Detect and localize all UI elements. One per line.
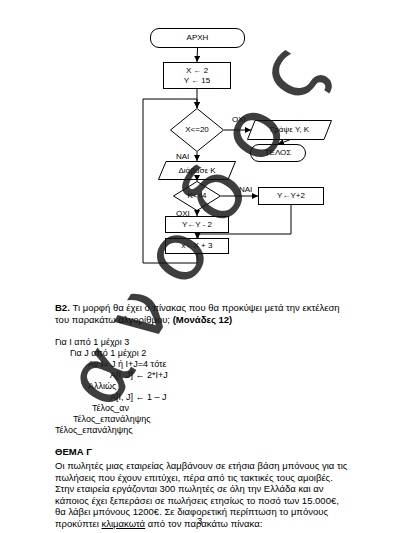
- node-content: X ← 2Y ← 15: [164, 63, 230, 88]
- question-text: B2.Τι μορφή θα έχει ο πίνακας που θα προ…: [55, 302, 355, 325]
- problem-text: Οι πωλητές μιας εταιρείας λαμβάνουν σε ε…: [55, 460, 350, 530]
- code-line: Αν Ι= J ή Ι+J=4 τότε: [88, 359, 167, 369]
- code-line: Για J από 1 μέχρι 2: [70, 348, 146, 358]
- code-line: Αλλιώς: [88, 381, 116, 391]
- node-content: K<=4: [173, 181, 221, 211]
- code-line: Για Ι από 1 μέχρι 3: [55, 337, 129, 347]
- node-content: X<=20: [170, 108, 224, 152]
- node-content: Y←Y - 2: [166, 217, 228, 232]
- process-box: X ← 2Y ← 15: [163, 62, 231, 89]
- process-box: Y←Y+2: [258, 187, 324, 205]
- flow-arrow: [197, 89, 198, 108]
- node-text: Y←Y+2: [277, 191, 305, 201]
- output-box: Γράψε Y, K: [247, 120, 332, 140]
- node-content: Διάβασε Κ: [158, 161, 236, 180]
- flow-arrow: [221, 196, 258, 197]
- code-line: Τέλος_επανάληψης: [73, 414, 151, 424]
- edge-label: ΟΧΙ: [232, 115, 246, 124]
- page-number: 3: [197, 515, 202, 526]
- edge-label: ΝΑΙ: [176, 152, 189, 161]
- node-text: Διάβασε Κ: [178, 166, 215, 176]
- flow-arrow: [197, 233, 198, 238]
- node-text: ΑΡΧΗ: [187, 33, 209, 43]
- text-run: B2.: [55, 302, 70, 313]
- flow-arrow: [143, 99, 197, 263]
- text-run: κλιμακωτά: [102, 518, 146, 529]
- code-line: Τέλος_επανάληψης: [55, 425, 133, 435]
- node-content: ΑΡΧΗ: [151, 29, 244, 47]
- text-run: από τον παρακάτω πίνακα:: [148, 518, 263, 529]
- terminal-end: ΤΕΛΟΣ: [250, 144, 306, 162]
- node-text: Y ← 15: [184, 76, 211, 86]
- flow-arrow: [224, 130, 251, 131]
- process-box: x←X + 3: [165, 238, 229, 254]
- flow-arrow: [197, 180, 198, 181]
- edge-label: ΟΧΙ: [176, 209, 190, 218]
- node-text: X<=20: [185, 125, 209, 135]
- node-content: Γράψε Y, K: [247, 120, 332, 140]
- flow-arrow: [197, 211, 198, 216]
- input-box: Διάβασε Κ: [158, 161, 236, 180]
- flow-arrow: [197, 48, 199, 62]
- text-run: (Μονάδες 12): [173, 314, 233, 325]
- decision-diamond: X<=20: [170, 108, 224, 152]
- node-text: Y←Y - 2: [182, 220, 212, 230]
- watermark: ανοδος: [51, 11, 349, 420]
- node-content: ΤΕΛΟΣ: [251, 145, 305, 161]
- node-text: K<=4: [187, 191, 206, 201]
- flow-arrow: [197, 152, 198, 161]
- code-line: A[I, J] ← 1 – J: [110, 392, 167, 402]
- code-line: A[I, J] ← 2*I+J: [110, 370, 168, 380]
- node-text: X ← 2: [186, 66, 208, 76]
- node-text: Γράψε Y, K: [270, 125, 309, 135]
- flow-arrow: [198, 205, 291, 238]
- node-content: Y←Y+2: [259, 188, 323, 204]
- code-line: Τέλος_αν: [92, 403, 129, 413]
- terminal-start: ΑΡΧΗ: [150, 28, 245, 48]
- shape-outline: [159, 162, 236, 180]
- node-text: x←X + 3: [182, 241, 213, 251]
- decision-diamond: K<=4: [173, 181, 221, 211]
- shape-outline: [171, 109, 224, 152]
- shape-outline: [174, 182, 221, 211]
- shape-outline: [248, 121, 332, 140]
- flow-arrow: [278, 140, 290, 144]
- process-box: Y←Y - 2: [165, 216, 229, 233]
- node-content: x←X + 3: [166, 239, 228, 253]
- edge-label: ΝΑΙ: [239, 185, 252, 194]
- node-text: ΤΕΛΟΣ: [265, 148, 292, 158]
- section-heading: ΘΕΜΑ Γ: [55, 446, 92, 457]
